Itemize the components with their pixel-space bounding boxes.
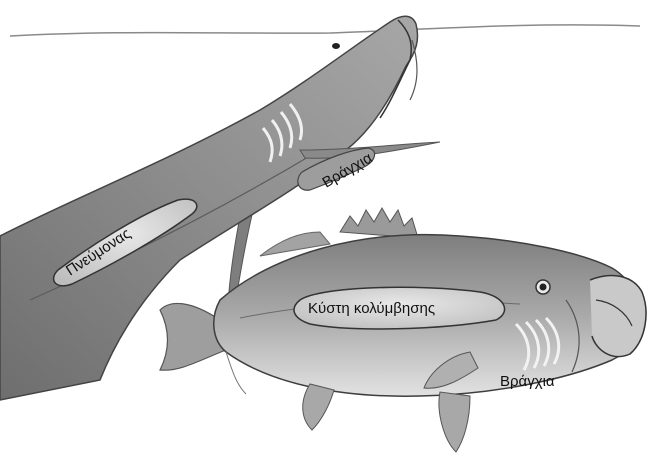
lungfish-eye [332,43,340,49]
bass-anal-fin [303,384,334,430]
bass-dorsal-fin [340,208,418,238]
bass [160,208,646,452]
label-bass-swim-bladder: Κύστη κολύμβησης [308,300,435,317]
bass-pelvic-fin [439,392,470,452]
bass-jaw [590,276,646,357]
label-bass-gills: Βράγχια [500,373,555,390]
water-surface-line [10,25,640,36]
